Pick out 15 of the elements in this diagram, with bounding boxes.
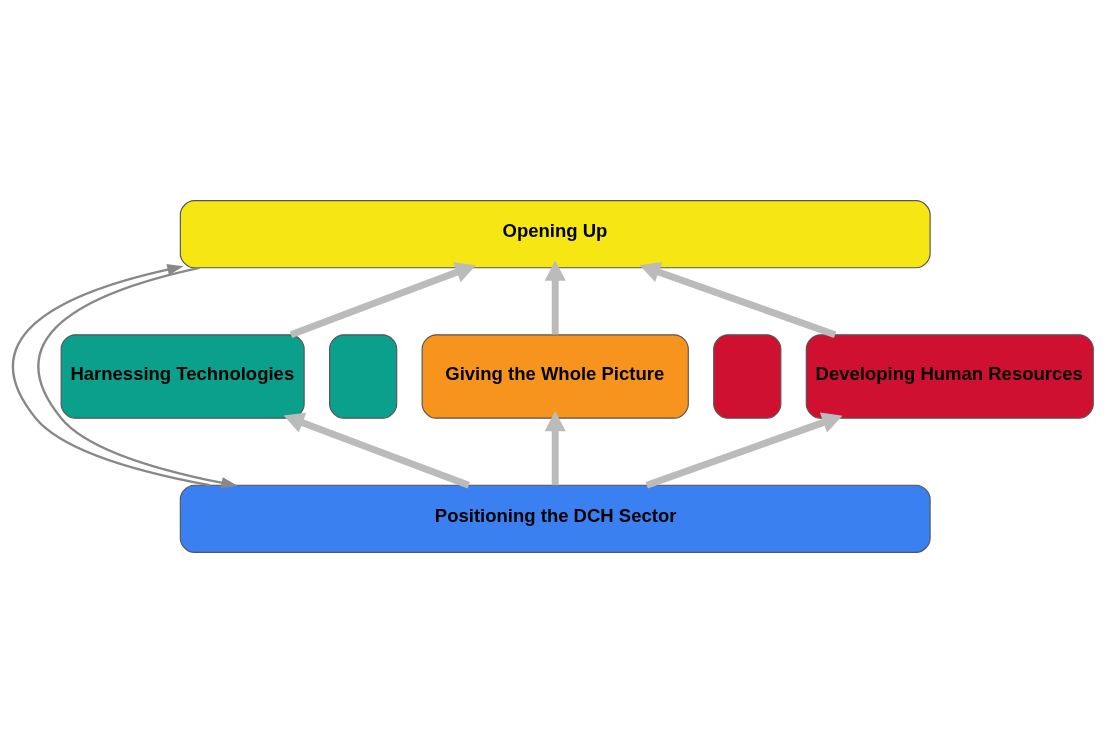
node-box: Opening Up xyxy=(179,200,931,269)
arrow xyxy=(11,264,210,487)
arrow xyxy=(544,411,566,486)
arrow xyxy=(544,260,566,335)
node-box xyxy=(329,334,398,419)
arrow xyxy=(37,266,238,489)
node-box: Positioning the DCH Sector xyxy=(179,484,931,553)
node-box xyxy=(713,334,782,419)
arrow xyxy=(289,262,476,338)
arrow xyxy=(639,262,837,338)
arrow xyxy=(283,412,471,489)
node-box: Harnessing Technologies xyxy=(60,334,305,419)
node-box: Giving the Whole Picture xyxy=(421,334,689,419)
node-box: Developing Human Resources xyxy=(805,334,1094,419)
arrow xyxy=(645,412,843,489)
